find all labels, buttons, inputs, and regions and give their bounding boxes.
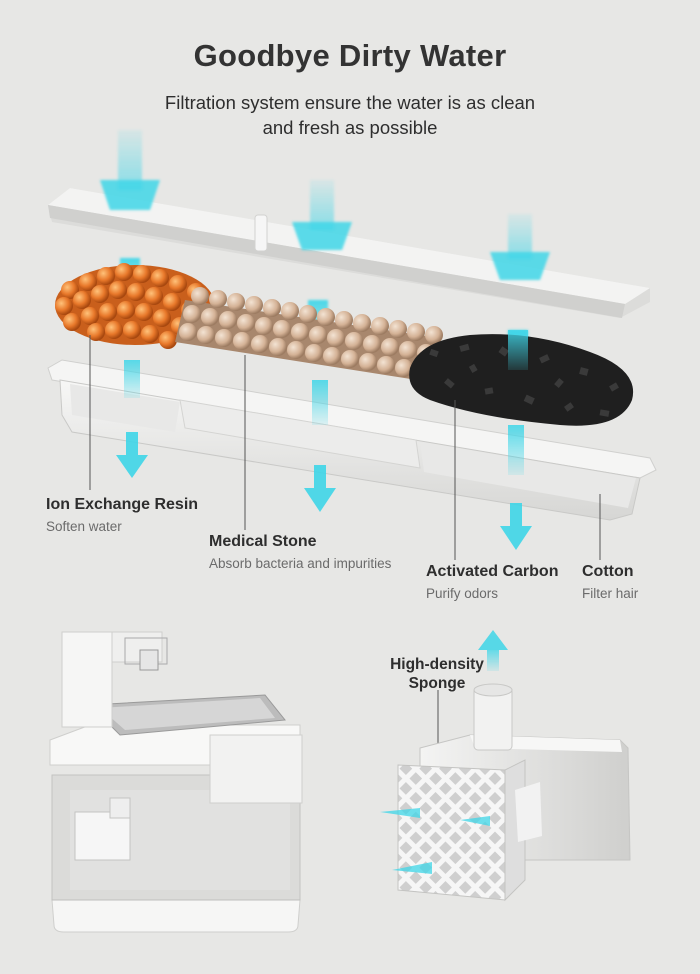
down-arrow-icon [116, 360, 148, 478]
label-cotton: Cotton Filter hair [582, 563, 638, 601]
layer-name: Activated Carbon [426, 563, 559, 580]
layer-desc: Filter hair [582, 586, 639, 601]
label-ion-exchange-resin: Ion Exchange Resin Soften water [46, 496, 198, 534]
subtitle-line-2: and fresh as possible [262, 117, 438, 138]
medical-stone-beads [175, 287, 443, 382]
label-high-density-sponge: High-density Sponge [372, 655, 502, 693]
label-medical-stone: Medical Stone Absorb bacteria and impuri… [209, 533, 391, 571]
sponge-line-2: Sponge [408, 675, 466, 692]
page-title: Goodbye Dirty Water [193, 38, 507, 73]
layer-name: Cotton [582, 563, 634, 580]
resin-beads [55, 263, 215, 349]
subtitle-line-1: Filtration system ensure the water is as… [164, 92, 536, 113]
pump-product-image [380, 630, 631, 902]
up-arrow-icon [478, 630, 508, 671]
layer-name: Medical Stone [209, 533, 317, 550]
label-activated-carbon: Activated Carbon Purify odors [426, 563, 558, 601]
page-subtitle: Filtration system ensure the water is as… [100, 90, 600, 140]
filter-tray [47, 359, 657, 521]
layer-desc: Absorb bacteria and impurities [209, 556, 392, 571]
activated-carbon-pile [409, 330, 634, 426]
layer-name: Ion Exchange Resin [46, 496, 199, 513]
layer-desc: Purify odors [426, 586, 499, 601]
fountain-product-image [49, 631, 303, 933]
layer-desc: Soften water [46, 519, 122, 534]
down-arrow-icon [304, 380, 336, 512]
sponge-line-1: High-density [390, 656, 484, 673]
down-arrow-icon [500, 425, 532, 550]
leader-lines [89, 335, 601, 790]
